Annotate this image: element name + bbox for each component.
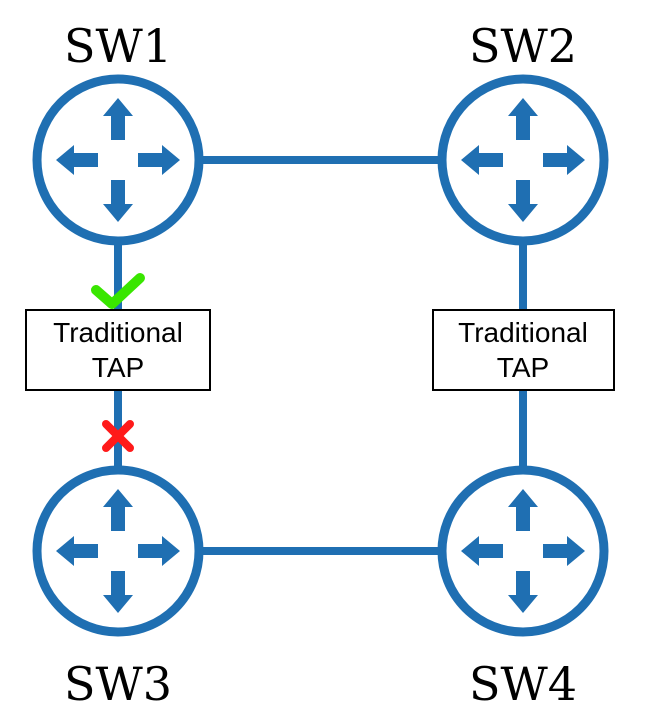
switch-label-sw2: SW2 xyxy=(469,19,577,73)
switch-icon xyxy=(32,74,204,246)
switch-sw4 xyxy=(437,465,609,637)
switch-icon xyxy=(32,465,204,637)
switch-label-sw4: SW4 xyxy=(469,657,577,711)
tap-box-left: Traditional TAP xyxy=(25,309,211,391)
switch-sw1 xyxy=(32,74,204,246)
switch-icon xyxy=(437,465,609,637)
switch-sw3 xyxy=(32,465,204,637)
switch-icon xyxy=(437,74,609,246)
tap-right-line2: TAP xyxy=(497,352,549,383)
switch-label-sw1: SW1 xyxy=(64,19,172,73)
cross-icon xyxy=(102,420,134,452)
checkmark-icon xyxy=(91,273,145,309)
switch-sw2 xyxy=(437,74,609,246)
tap-left-line1: Traditional xyxy=(53,317,183,348)
tap-box-right: Traditional TAP xyxy=(432,309,615,391)
tap-left-line2: TAP xyxy=(92,352,144,383)
switch-label-sw3: SW3 xyxy=(64,657,172,711)
tap-right-line1: Traditional xyxy=(458,317,588,348)
